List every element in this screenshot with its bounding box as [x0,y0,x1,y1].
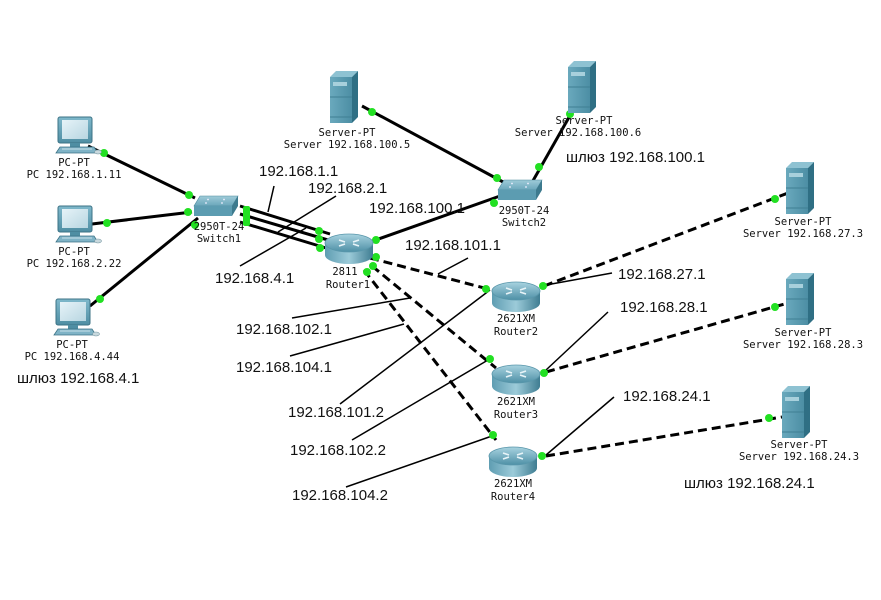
device-name: PC 192.168.1.11 [27,169,122,181]
pc3-gateway-label: шлюз 192.168.4.1 [17,370,139,387]
device-router1[interactable]: 2811 Router1 [324,233,374,291]
ip-label-r1-s101: 192.168.101.1 [405,237,501,254]
device-model: Server-PT [556,115,614,127]
link-server5-switch2[interactable] [361,104,506,185]
device-name: PC 192.168.4.44 [25,351,120,363]
device-name: Server 192.168.100.5 [284,139,410,151]
device-model: PC-PT [58,157,90,169]
device-name: Server 192.168.24.3 [739,451,859,463]
link-pc3-switch1[interactable] [89,216,199,308]
device-model: 2950T-24 [194,221,245,233]
link-router1-router2-serial[interactable] [369,256,493,292]
device-model: Server-PT [771,439,829,451]
device-pc3[interactable]: PC-PT PC 192.168.4.44 [25,298,120,363]
ip-label-r1-g2: 192.168.2.1 [308,180,387,197]
server-icon [781,385,811,439]
device-name: Switch1 [197,233,241,245]
link-switch1-router1-a[interactable] [239,204,331,236]
ip-label-r3-28: 192.168.28.1 [620,299,708,316]
device-name: Server 192.168.27.3 [743,228,863,240]
device-model: 2811 [332,266,357,278]
router-icon [491,364,541,396]
server6-gateway-label: шлюз 192.168.100.1 [566,149,705,166]
device-server24[interactable]: Server-PT Server 192.168.24.3 [739,385,859,463]
device-router4[interactable]: 2621XM Router4 [488,446,538,503]
device-pc1[interactable]: PC-PT PC 192.168.1.11 [27,116,122,181]
device-pc2[interactable]: PC-PT PC 192.168.2.22 [27,205,122,270]
device-model: PC-PT [58,246,90,258]
device-model: PC-PT [56,339,88,351]
ip-label-r1-g4: 192.168.4.1 [215,270,294,287]
server-icon [785,272,815,326]
link-router1-switch2[interactable] [369,194,501,244]
device-switch2[interactable]: 2950T-24 Switch2 [497,179,550,229]
link-switch1-router1-c[interactable] [239,220,327,250]
link-switch1-router1-b[interactable] [239,212,329,242]
server-icon [567,60,597,114]
device-router3[interactable]: 2621XM Router3 [491,364,541,421]
router-icon [491,281,541,313]
device-name: PC 192.168.2.22 [27,258,122,270]
server24-gateway-label: шлюз 192.168.24.1 [684,475,815,492]
server-icon [785,161,815,215]
ip-label-r2-s101: 192.168.101.2 [288,404,384,421]
device-name: Switch2 [502,217,546,229]
server-icon [329,70,359,124]
device-model: Server-PT [775,216,833,228]
device-router2[interactable]: 2621XM Router2 [491,281,541,338]
ip-label-r4-24: 192.168.24.1 [623,388,711,405]
link-router4-server24-serial[interactable] [545,415,783,458]
link-router1-router4-serial[interactable] [362,269,498,441]
device-model: Server-PT [775,327,833,339]
device-server27[interactable]: Server-PT Server 192.168.27.3 [743,161,863,240]
ip-label-r1-s104: 192.168.104.1 [236,359,332,376]
device-server5[interactable]: Server-PT Server 192.168.100.5 [284,70,410,151]
device-model: 2621XM [497,313,535,325]
device-model: 2621XM [494,478,532,490]
device-server28[interactable]: Server-PT Server 192.168.28.3 [743,272,863,351]
ip-label-r1-g1: 192.168.1.1 [259,163,338,180]
device-name: Router4 [491,491,535,503]
ip-label-r3-s102: 192.168.102.2 [290,442,386,459]
router-icon [488,446,538,478]
switch-icon [497,179,543,201]
device-switch1[interactable]: 2950T-24 Switch1 [193,195,245,245]
device-server6[interactable]: Server-PT Server 192.168.100.6 [515,60,641,139]
link-router1-router3-serial[interactable] [371,264,497,370]
link-server6-switch2[interactable] [528,111,574,187]
device-name: Server 192.168.100.6 [515,127,641,139]
ip-label-r2-27: 192.168.27.1 [618,266,706,283]
port-indicators [96,108,779,460]
device-model: 2950T-24 [499,205,550,217]
ip-label-r1-g100: 192.168.100.1 [369,200,465,217]
link-router2-server27-serial[interactable] [543,191,789,288]
ip-label-r1-s102: 192.168.102.1 [236,321,332,338]
ip-label-r4-s104: 192.168.104.2 [292,487,388,504]
device-name: Server 192.168.28.3 [743,339,863,351]
pc-icon [55,116,102,155]
links [87,104,789,458]
device-name: Router2 [494,326,538,338]
device-model: Server-PT [319,127,377,139]
router-icon [324,233,374,265]
device-model: 2621XM [497,396,535,408]
device-name: Router3 [494,409,538,421]
ip-address-labels: 192.168.1.1 192.168.2.1 192.168.4.1 192.… [215,163,711,504]
device-name: Router1 [326,279,370,291]
ip-leader-lines [239,185,615,488]
switch-icon [193,195,239,217]
